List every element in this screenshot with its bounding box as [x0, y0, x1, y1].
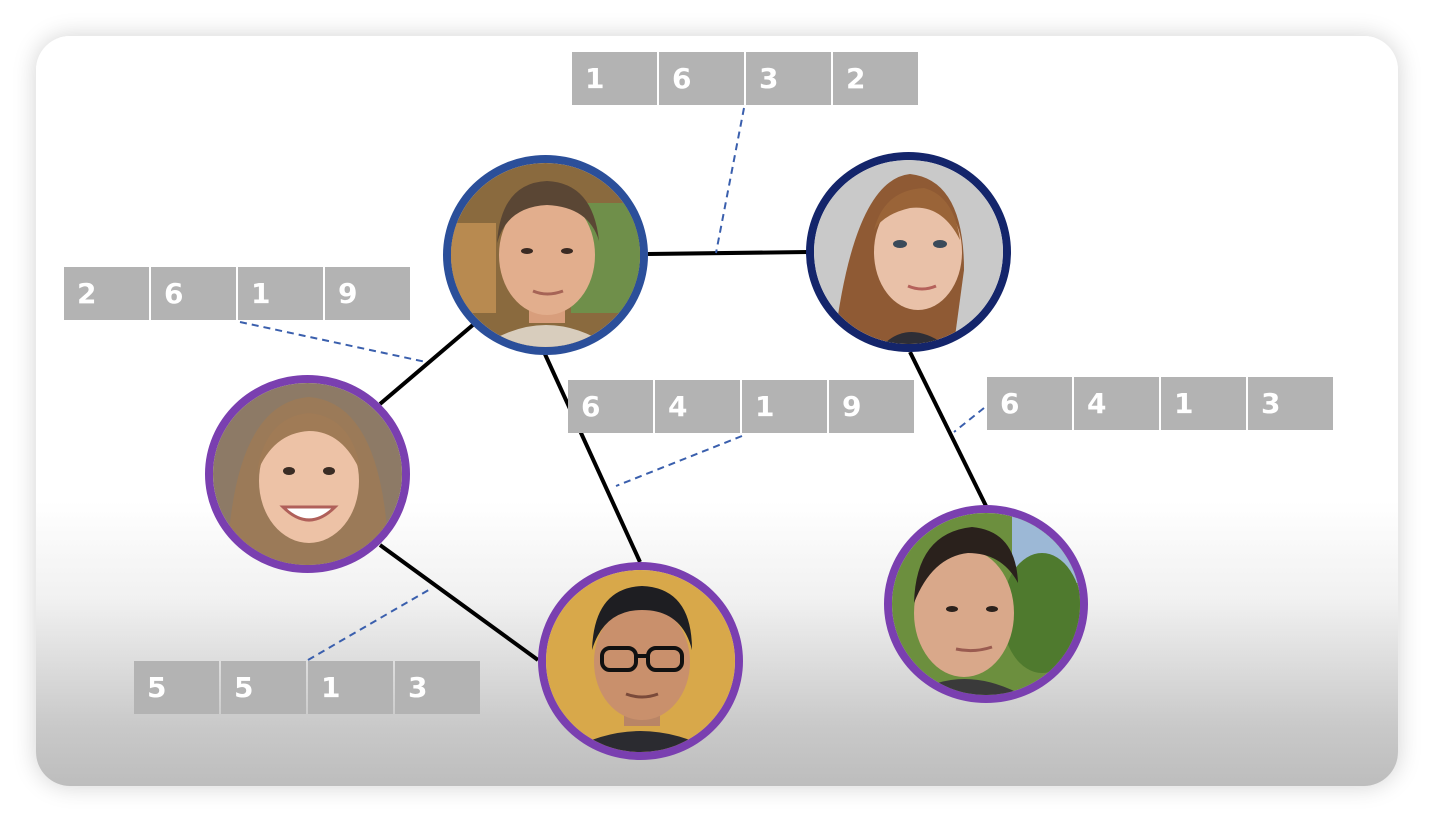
woman-red-hair-portrait-icon	[814, 160, 1003, 344]
vector-cell: 6	[151, 267, 236, 320]
node-n3	[205, 375, 410, 573]
vector-cell: 2	[64, 267, 149, 320]
man-glasses-portrait-icon	[546, 570, 735, 752]
vector-v4: 6 4 1 3	[987, 377, 1333, 430]
vector-v3: 6 4 1 9	[568, 380, 914, 433]
vector-cell: 6	[987, 377, 1072, 430]
connector-v3	[615, 435, 743, 487]
vector-cell: 9	[325, 267, 410, 320]
node-n2	[806, 152, 1011, 352]
vector-cell: 4	[655, 380, 740, 433]
vector-v1: 1 6 3 2	[572, 52, 918, 105]
vector-cell: 2	[833, 52, 918, 105]
edge-n3-n4	[378, 543, 540, 662]
edge-n1-n2	[647, 250, 809, 256]
young-man-portrait-icon	[892, 513, 1080, 695]
vector-cell: 6	[659, 52, 744, 105]
connector-v4	[953, 407, 985, 433]
vector-cell: 1	[308, 661, 393, 714]
vector-v5: 5 5 1 3	[134, 661, 480, 714]
vector-cell: 1	[742, 380, 827, 433]
node-n4	[538, 562, 743, 760]
vector-cell: 5	[221, 661, 306, 714]
vector-cell: 1	[238, 267, 323, 320]
man-short-hair-portrait-icon	[451, 163, 640, 347]
node-n1	[443, 155, 648, 355]
vector-cell: 1	[1161, 377, 1246, 430]
vector-cell: 3	[746, 52, 831, 105]
vector-cell: 4	[1074, 377, 1159, 430]
connector-v1	[715, 107, 745, 254]
vector-cell: 3	[1248, 377, 1333, 430]
edge-n1-n3	[378, 322, 476, 406]
edge-n2-n5	[908, 351, 988, 507]
vector-cell: 1	[572, 52, 657, 105]
connector-v5	[307, 587, 433, 661]
vector-cell: 3	[395, 661, 480, 714]
connector-v2	[239, 321, 427, 363]
vector-cell: 9	[829, 380, 914, 433]
vector-cell: 5	[134, 661, 219, 714]
smiling-woman-portrait-icon	[213, 383, 402, 565]
node-n5	[884, 505, 1088, 703]
vector-v2: 2 6 1 9	[64, 267, 410, 320]
vector-cell: 6	[568, 380, 653, 433]
edge-n1-n4	[542, 351, 642, 563]
